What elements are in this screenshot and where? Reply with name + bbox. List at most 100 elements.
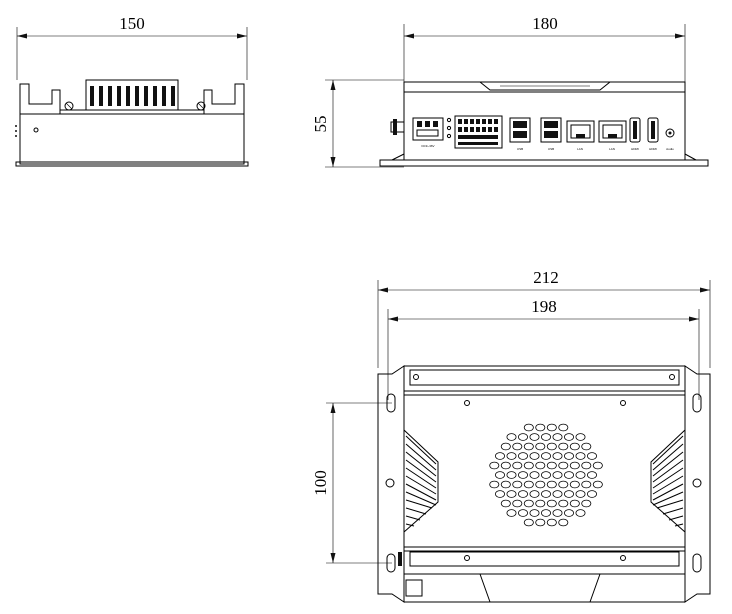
- vent-hole: [569, 442, 580, 451]
- vent-hole: [587, 490, 598, 498]
- side-fins: [90, 86, 175, 106]
- vent-hole: [523, 499, 534, 508]
- top-inner-width-label: 198: [531, 297, 557, 316]
- vent-hole: [494, 471, 505, 479]
- vent-hole: [489, 461, 500, 470]
- vent-hole: [523, 480, 534, 489]
- screw-icon: [64, 101, 74, 111]
- front-height-dimension: 55: [311, 79, 404, 168]
- vent-hole: [569, 499, 580, 508]
- right-fin-grille: [650, 428, 686, 534]
- vent-hole: [523, 423, 534, 432]
- vent-hole: [581, 442, 592, 451]
- front-width-label: 180: [532, 14, 558, 33]
- screw-icon: [196, 101, 206, 111]
- top-outer-width-label: 212: [533, 268, 559, 287]
- vent-hole: [575, 509, 586, 517]
- vent-hole: [494, 452, 505, 460]
- vent-hole: [518, 509, 529, 517]
- vent-hole: [518, 452, 529, 460]
- audio-label: Audio: [666, 147, 674, 151]
- vent-hole: [569, 480, 580, 489]
- vent-hole: [506, 452, 517, 460]
- vent-hole: [494, 490, 505, 498]
- vent-hole: [558, 499, 569, 508]
- vent-hole: [564, 471, 575, 479]
- vent-hole: [523, 442, 534, 451]
- vent-hole: [546, 442, 557, 451]
- front-view: 180 55 DC9~36V: [311, 14, 709, 168]
- vent-hole: [500, 480, 511, 489]
- vent-hole: [558, 423, 569, 432]
- front-height-label: 55: [311, 116, 330, 133]
- lan2-label: LAN: [609, 147, 615, 151]
- vent-hole: [523, 518, 534, 527]
- io-panel: DC9~36V: [412, 115, 675, 151]
- vent-hole: [546, 499, 557, 508]
- vent-hole: [558, 480, 569, 489]
- front-width-dimension: 180: [403, 14, 686, 84]
- vent-hole: [535, 480, 546, 489]
- vent-hole: [552, 452, 563, 460]
- side-view: 150: [15, 14, 249, 167]
- vent-hole: [512, 442, 523, 451]
- vent-hole: [569, 461, 580, 470]
- vent-hole: [546, 423, 557, 432]
- vent-hole: [512, 480, 523, 489]
- top-inner-width-dimension: 198: [387, 297, 700, 400]
- vent-hole: [558, 461, 569, 470]
- top-outer-width-dimension: 212: [377, 268, 711, 368]
- top-view: 212 198 100: [311, 268, 711, 603]
- vent-hole: [541, 509, 552, 517]
- vent-hole: [535, 442, 546, 451]
- vent-hole: [546, 480, 557, 489]
- vent-hole: [564, 490, 575, 498]
- vent-hole: [529, 433, 540, 441]
- vent-hole: [518, 490, 529, 498]
- vent-hole: [546, 461, 557, 470]
- gpio-header: [454, 115, 503, 149]
- vent-hole: [546, 518, 557, 527]
- top-mount-spacing-label: 100: [311, 470, 330, 496]
- vent-hole: [529, 490, 540, 498]
- vent-hole: [541, 490, 552, 498]
- usb2-label: USB: [548, 147, 554, 151]
- vent-hole: [506, 490, 517, 498]
- vent-hole: [529, 509, 540, 517]
- vent-hole: [558, 442, 569, 451]
- vent-hole: [552, 509, 563, 517]
- vent-hole: [575, 471, 586, 479]
- vent-hole: [500, 461, 511, 470]
- power-terminal: [412, 117, 444, 141]
- vent-hole: [512, 461, 523, 470]
- lan-port-1: LAN: [566, 120, 595, 151]
- vent-hole: [535, 423, 546, 432]
- vent-hole: [581, 461, 592, 470]
- vent-hole: [552, 433, 563, 441]
- usb1-label: USB: [517, 147, 523, 151]
- vent-hole: [518, 471, 529, 479]
- vent-hole: [564, 433, 575, 441]
- vent-hole: [592, 461, 603, 470]
- vent-hole: [564, 509, 575, 517]
- vent-hole: [541, 471, 552, 479]
- vent-hole: [529, 452, 540, 460]
- vent-hole: [575, 452, 586, 460]
- vent-hole: [512, 499, 523, 508]
- left-mount-flange: [377, 365, 405, 603]
- vent-hole: [575, 490, 586, 498]
- hdmi2-label: HDMI: [649, 147, 657, 151]
- vent-hole: [535, 499, 546, 508]
- lan1-label: LAN: [577, 147, 583, 151]
- vent-hole: [500, 442, 511, 451]
- vent-hole: [541, 452, 552, 460]
- audio-jack: Audio: [665, 128, 675, 151]
- right-mount-flange: [684, 365, 711, 603]
- side-width-label: 150: [119, 14, 145, 33]
- side-width-dimension: 150: [16, 14, 248, 80]
- vent-hole: [489, 480, 500, 489]
- vent-hole: [587, 471, 598, 479]
- vent-hole: [506, 433, 517, 441]
- top-mount-spacing-dimension: 100: [311, 402, 392, 564]
